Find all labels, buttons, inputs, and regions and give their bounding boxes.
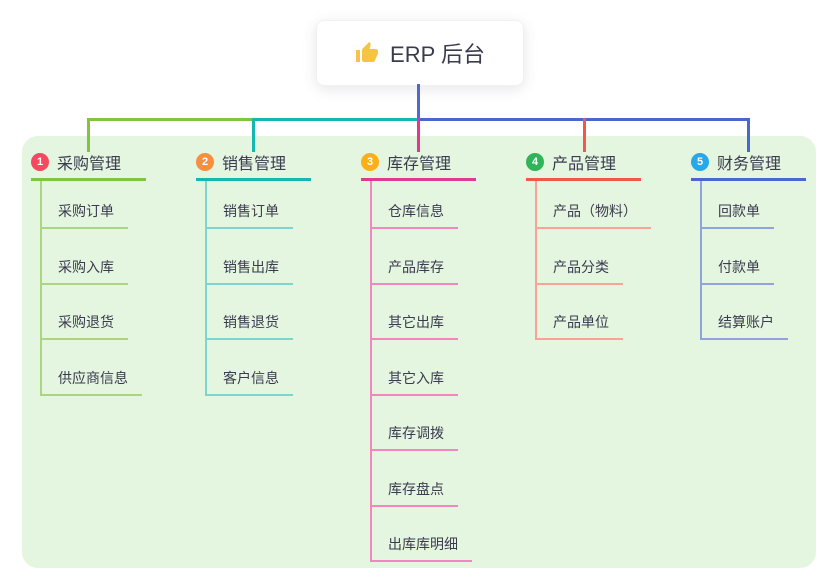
child-node[interactable]: 采购订单	[42, 181, 146, 229]
child-label: 采购退货	[42, 312, 128, 340]
thumbs-up-icon	[356, 42, 379, 62]
branch-badge: 1	[31, 153, 49, 171]
child-node[interactable]: 采购入库	[42, 229, 146, 285]
branch-badge: 3	[361, 153, 379, 171]
connector-root-stem	[417, 84, 420, 121]
child-node[interactable]: 销售退货	[207, 285, 311, 340]
root-label: ERP 后台	[390, 42, 485, 67]
child-label: 采购入库	[42, 257, 128, 285]
root-node[interactable]: ERP 后台	[316, 20, 524, 86]
branch-label: 库存管理	[387, 156, 452, 173]
child-label: 出库库明细	[372, 534, 472, 562]
child-label: 库存盘点	[372, 479, 458, 507]
child-label: 产品（物料）	[537, 201, 651, 229]
child-label: 付款单	[702, 257, 774, 285]
child-node[interactable]: 产品分类	[537, 229, 641, 285]
connector-elbow-5	[747, 118, 750, 152]
branch-children: 仓库信息产品库存其它出库其它入库库存调拨库存盘点出库库明细	[370, 181, 476, 562]
branch-badge: 4	[526, 153, 544, 171]
branch-node-5[interactable]: 5 财务管理	[691, 146, 806, 181]
child-node[interactable]: 库存调拨	[372, 396, 476, 451]
child-node[interactable]: 产品（物料）	[537, 181, 651, 229]
branch-column-2: 2 销售管理销售订单销售出库销售退货客户信息	[196, 146, 311, 396]
child-label: 供应商信息	[42, 368, 142, 396]
child-node[interactable]: 其它入库	[372, 340, 476, 396]
child-node[interactable]: 销售出库	[207, 229, 311, 285]
branch-children: 采购订单采购入库采购退货供应商信息	[40, 181, 146, 396]
branch-node-4[interactable]: 4 产品管理	[526, 146, 641, 181]
child-label: 仓库信息	[372, 201, 458, 229]
connector-elbow-3	[417, 118, 420, 152]
branch-column-4: 4 产品管理产品（物料） 产品分类产品单位	[526, 146, 651, 340]
branch-label: 产品管理	[552, 156, 617, 173]
branch-children: 回款单付款单结算账户	[700, 181, 806, 340]
child-node[interactable]: 其它出库	[372, 285, 476, 340]
branch-node-2[interactable]: 2 销售管理	[196, 146, 311, 181]
child-label: 产品库存	[372, 257, 458, 285]
connector-bus-mid	[252, 118, 419, 121]
child-node[interactable]: 库存盘点	[372, 451, 476, 507]
branch-label: 财务管理	[717, 156, 782, 173]
branch-node-3[interactable]: 3 库存管理	[361, 146, 476, 181]
branch-children: 产品（物料） 产品分类产品单位	[535, 181, 651, 340]
branch-node-1[interactable]: 1 采购管理	[31, 146, 146, 181]
connector-elbow-1	[87, 118, 90, 152]
child-label: 回款单	[702, 201, 774, 229]
child-label: 产品分类	[537, 257, 623, 285]
connector-elbow-2	[252, 118, 255, 152]
child-node[interactable]: 采购退货	[42, 285, 146, 340]
branch-label: 销售管理	[222, 156, 287, 173]
child-label: 结算账户	[702, 312, 788, 340]
background-panel	[22, 136, 816, 568]
child-label: 产品单位	[537, 312, 623, 340]
child-node[interactable]: 产品单位	[537, 285, 641, 340]
child-node[interactable]: 供应商信息	[42, 340, 146, 396]
branch-badge: 5	[691, 153, 709, 171]
child-label: 其它入库	[372, 368, 458, 396]
branch-column-1: 1 采购管理采购订单采购入库采购退货供应商信息	[31, 146, 146, 396]
branch-badge: 2	[196, 153, 214, 171]
child-node[interactable]: 付款单	[702, 229, 806, 285]
branch-children: 销售订单销售出库销售退货客户信息	[205, 181, 311, 396]
child-label: 库存调拨	[372, 423, 458, 451]
child-node[interactable]: 产品库存	[372, 229, 476, 285]
branch-column-3: 3 库存管理仓库信息产品库存其它出库其它入库库存调拨库存盘点出库库明细	[361, 146, 476, 562]
child-label: 采购订单	[42, 201, 128, 229]
child-label: 销售出库	[207, 257, 293, 285]
branch-label: 采购管理	[57, 156, 122, 173]
child-label: 销售订单	[207, 201, 293, 229]
child-label: 客户信息	[207, 368, 293, 396]
child-node[interactable]: 仓库信息	[372, 181, 476, 229]
child-node[interactable]: 出库库明细	[372, 507, 476, 562]
child-node[interactable]: 客户信息	[207, 340, 311, 396]
connector-bus-left	[87, 118, 253, 121]
connector-elbow-4	[583, 118, 586, 152]
child-label: 其它出库	[372, 312, 458, 340]
child-node[interactable]: 回款单	[702, 181, 806, 229]
child-node[interactable]: 销售订单	[207, 181, 311, 229]
child-label: 销售退货	[207, 312, 293, 340]
child-node[interactable]: 结算账户	[702, 285, 806, 340]
branch-column-5: 5 财务管理回款单付款单结算账户	[691, 146, 806, 340]
